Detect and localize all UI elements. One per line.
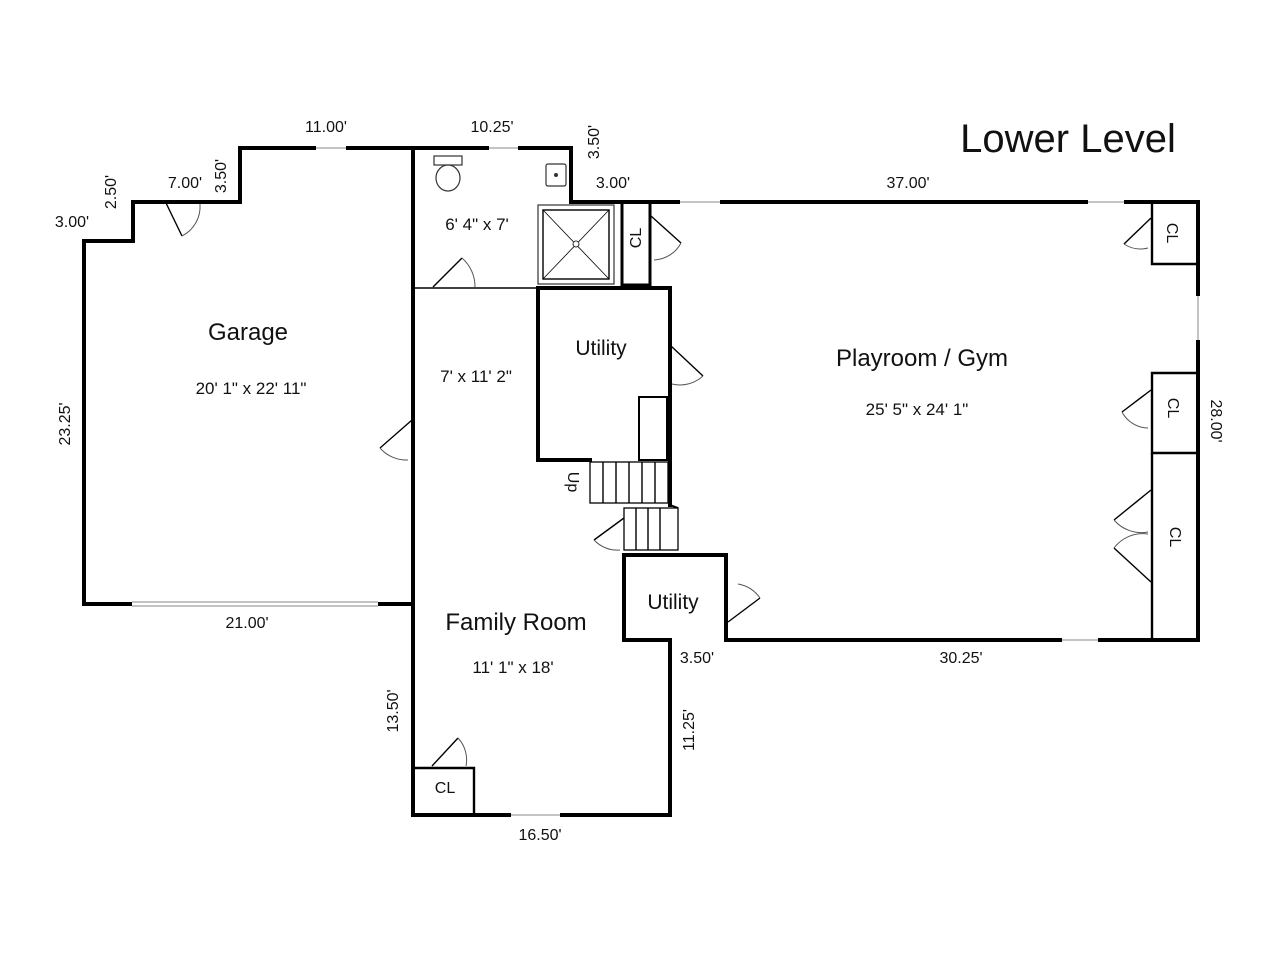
family-name: Family Room [445,609,586,636]
dim-family-right: 11.25' [681,709,698,751]
dim-play-bottom: 30.25' [939,650,982,667]
utility-upper-name: Utility [575,337,627,360]
dim-garage-step-right: 3.50' [213,159,230,193]
garage-name: Garage [208,319,288,346]
closet-label-play-mid: CL [1164,398,1181,419]
playroom-name: Playroom / Gym [836,345,1008,372]
dim-garage-corner: 3.00' [55,214,89,231]
closet-label-play-top: CL [1163,223,1180,244]
dim-family-left: 13.50' [385,689,402,732]
garage-size: 20' 1" x 22' 11" [196,379,307,398]
utility-lower-name: Utility [647,591,699,614]
dim-utility-step: 3.50' [680,650,714,667]
doors [165,202,1152,767]
interior-walls [413,200,1198,815]
hall-size: 7' x 11' 2" [440,367,512,386]
windows [132,146,1200,817]
dim-garage-top: 11.00' [305,119,347,136]
toilet-tank [433,155,463,166]
playroom-size: 25' 5" x 24' 1" [866,400,969,419]
dim-bath-step: 3.50' [586,125,603,159]
toilet-bowl [435,164,461,192]
dim-bath-top: 10.25' [470,119,513,136]
stairs [589,461,679,551]
family-size: 11' 1" x 18' [472,658,553,677]
sink-drain-icon [554,173,558,177]
closet-label-play-bot: CL [1166,527,1183,548]
bath-size: 6' 4" x 7' [445,215,509,234]
bath-fixtures [433,155,615,285]
dim-play-right: 28.00' [1207,399,1224,442]
closet-label-bath: CL [628,228,645,249]
dim-family-bottom: 16.50' [518,827,561,844]
stairs-up-label: Up [564,472,581,493]
dim-play-top: 37.00' [886,175,929,192]
room-labels: Garage 20' 1" x 22' 11" 6' 4" x 7' 7' x … [196,215,1008,677]
dim-garage-step-left: 2.50' [103,175,120,209]
dim-garage-door-run: 7.00' [168,175,202,192]
dim-play-notch: 3.00' [596,175,630,192]
plan-title: Lower Level [960,117,1176,161]
shower-drain-icon [572,240,580,248]
dim-garage-bottom: 21.00' [225,615,268,632]
dimension-labels: 11.00' 10.25' 3.50' 3.00' 37.00' 7.00' 3… [55,119,1224,844]
closet-labels: CL CL CL CL CL Up [435,223,1183,797]
closet-label-family: CL [435,780,456,797]
dim-garage-left: 23.25' [57,402,74,445]
